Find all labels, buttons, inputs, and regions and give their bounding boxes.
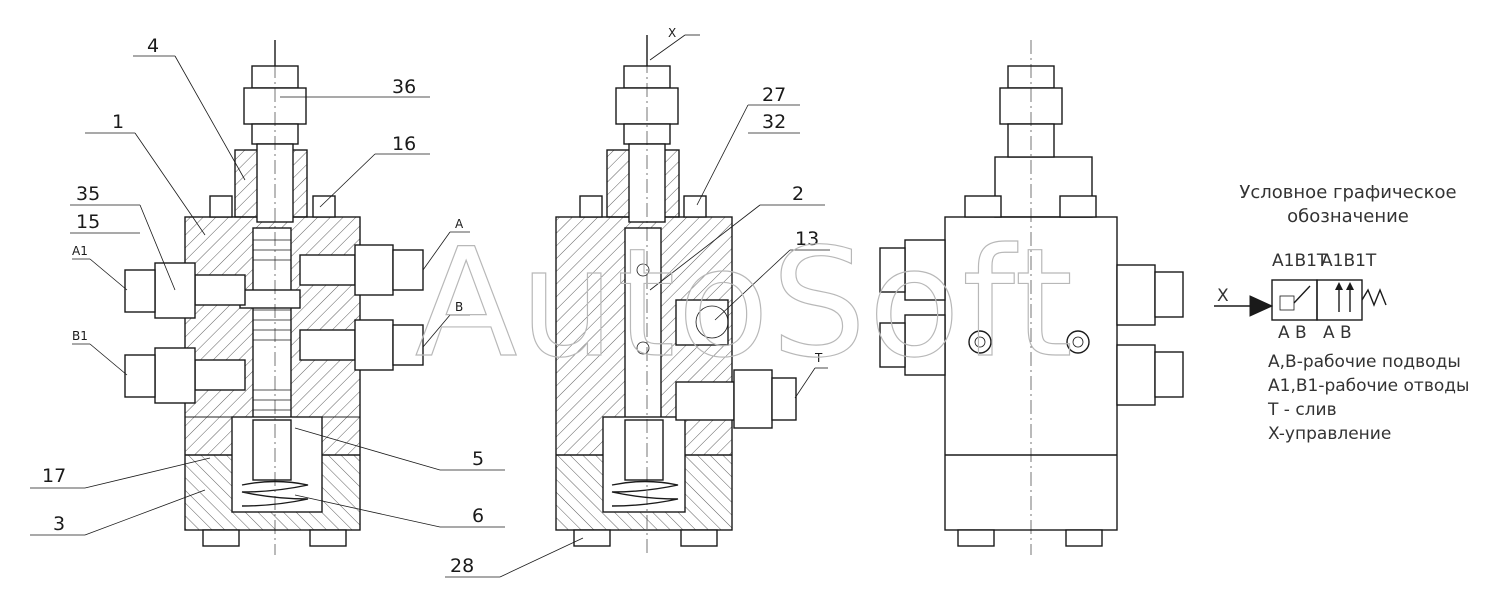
legend-note: A1,B1-рабочие отводы — [1268, 376, 1469, 396]
callout-A1: A1 — [72, 244, 88, 258]
symbol-ports-bottom-right: A B — [1323, 323, 1352, 343]
legend-note: A,B-рабочие подводы — [1268, 352, 1461, 372]
callout-3: 3 — [53, 513, 65, 535]
callout-5: 5 — [472, 448, 484, 470]
callout-6: 6 — [472, 505, 484, 527]
callout-15: 15 — [76, 211, 100, 233]
legend-title-line1: Условное графическое — [1239, 182, 1456, 203]
legend-note: X-управление — [1268, 424, 1391, 444]
callouts: 4 36 1 16 35 15 A1 B1 A B 17 3 5 6 X 27 … — [42, 26, 823, 577]
watermark: AutoSoft — [415, 217, 1075, 391]
symbol-ports-top-left: A1B1T — [1272, 251, 1328, 271]
callout-16: 16 — [392, 133, 416, 155]
legend-note: T - слив — [1267, 400, 1337, 420]
callout-B: B — [455, 300, 463, 314]
legend-title-line2: обозначение — [1287, 206, 1409, 227]
callout-4: 4 — [147, 35, 159, 57]
view-external-right — [879, 40, 1184, 555]
view-section-middle — [555, 35, 797, 555]
callout-B1: B1 — [72, 329, 88, 343]
callout-2: 2 — [792, 183, 804, 205]
symbol-ports-bottom-left: A B — [1278, 323, 1307, 343]
callout-T: T — [814, 351, 823, 365]
callout-28: 28 — [450, 555, 474, 577]
callout-A: A — [455, 217, 464, 231]
callout-13: 13 — [795, 228, 819, 250]
valve-symbol: X A1B1T A1B1T A B A B — [1214, 251, 1387, 343]
symbol-x-label: X — [1217, 286, 1229, 306]
legend: Условное графическое обозначение X A1B1T… — [1214, 182, 1469, 444]
callout-36: 36 — [392, 76, 416, 98]
callout-1: 1 — [112, 111, 124, 133]
callout-35: 35 — [76, 183, 100, 205]
view-section-left — [124, 40, 424, 555]
leader-lines — [30, 34, 830, 578]
callout-X: X — [668, 26, 676, 40]
callout-32: 32 — [762, 111, 786, 133]
symbol-ports-top-right: A1B1T — [1321, 251, 1377, 271]
callout-17: 17 — [42, 465, 66, 487]
callout-27: 27 — [762, 84, 786, 106]
